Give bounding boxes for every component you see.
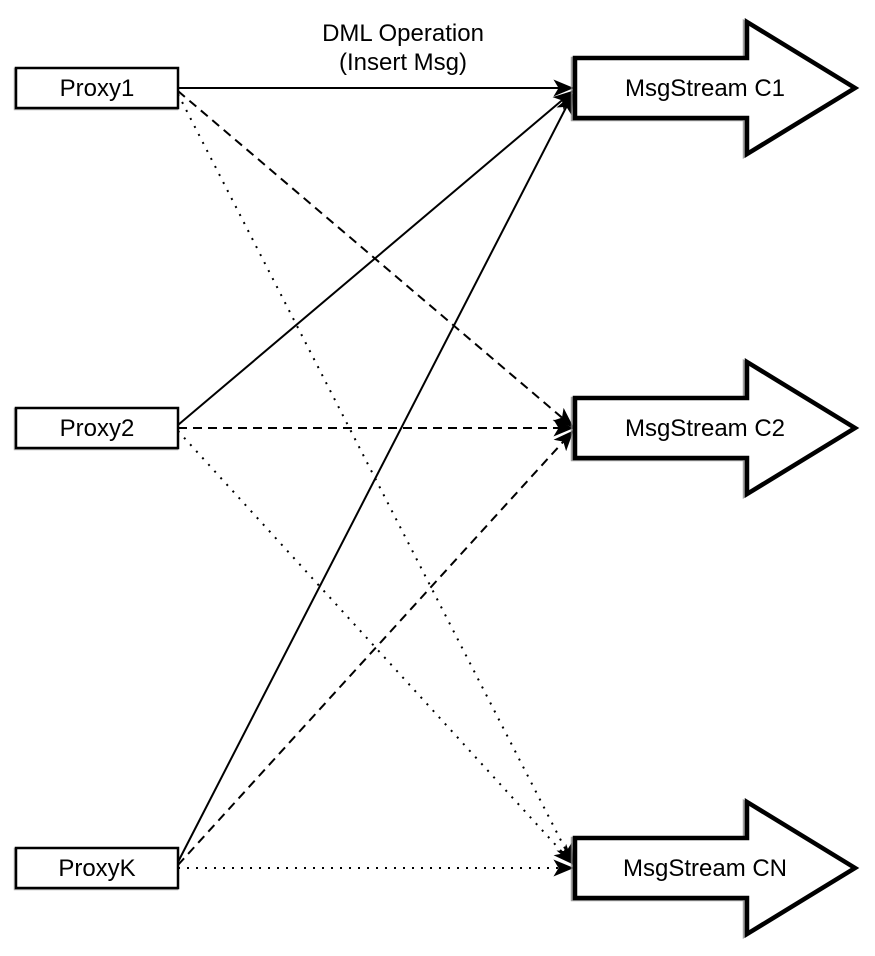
- msgstream-cn-arrow-shape: [572, 797, 860, 939]
- proxyk-box: [14, 846, 180, 890]
- edge-proxyk-msgstream-c1: [177, 93, 574, 863]
- edge-proxy2-msgstream-c1: [177, 90, 574, 426]
- node-msgstream-cn: MsgStream CN: [572, 797, 860, 939]
- msgstream-c2-label: MsgStream C2: [625, 415, 785, 442]
- proxy1-box: [14, 66, 180, 110]
- proxyk-label: ProxyK: [58, 855, 135, 882]
- node-proxy2: Proxy2: [14, 406, 180, 450]
- msgstream-c1-arrow-shape: [572, 17, 860, 159]
- node-proxyk: ProxyK: [14, 846, 180, 890]
- node-proxy1: Proxy1: [14, 66, 180, 110]
- edge-label-dml-operation: DML Operation (Insert Msg): [322, 20, 484, 76]
- node-msgstream-c2: MsgStream C2: [572, 357, 860, 499]
- proxy2-box: [14, 406, 180, 450]
- edge-label-line2: (Insert Msg): [339, 49, 467, 76]
- msgstream-cn-label: MsgStream CN: [623, 855, 787, 882]
- proxy2-label: Proxy2: [60, 415, 135, 442]
- msgstream-c2-arrow-shape: [572, 357, 860, 499]
- msgstream-c1-label: MsgStream C1: [625, 75, 785, 102]
- edge-proxyk-msgstream-c2: [177, 430, 574, 866]
- proxy1-label: Proxy1: [60, 75, 135, 102]
- edge-label-line1: DML Operation: [322, 20, 484, 47]
- edges: [177, 79, 574, 877]
- node-msgstream-c1: MsgStream C1: [572, 17, 860, 159]
